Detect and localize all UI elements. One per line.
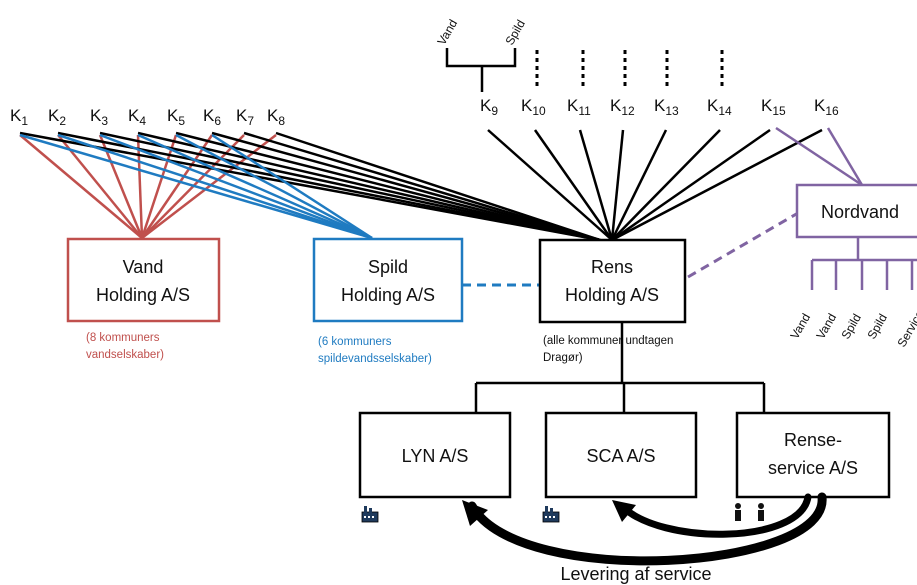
municipality-label-k3: K3 <box>90 106 108 128</box>
spild-holding-note1: (6 kommuners <box>318 336 392 348</box>
person-icon <box>758 503 764 521</box>
rens-holding: Rens Holding A/S (alle kommuner undtagen… <box>538 238 687 364</box>
nordvand: Nordvand Vand Vand Spild Spild Service <box>787 183 917 350</box>
vand-holding: Vand Holding A/S (8 kommuners vandselska… <box>66 237 221 361</box>
municipality-label-k16: K16 <box>814 96 839 118</box>
municipality-label-k10: K10 <box>521 96 546 118</box>
nordvand-sub-3: Spild <box>838 311 863 341</box>
service-delivery-arrows <box>462 492 827 566</box>
person-icon <box>735 503 741 521</box>
spild-holding: Spild Holding A/S (6 kommuners spildevan… <box>312 237 464 365</box>
rens-holding-note2: Dragør) <box>543 352 583 364</box>
municipality-label-k14: K14 <box>707 96 732 118</box>
municipality-label-k7: K7 <box>236 106 254 128</box>
spild-holding-line1: Spild <box>368 257 408 277</box>
lyn-label: LYN A/S <box>402 446 469 466</box>
spild-holding-line2: Holding A/S <box>341 285 435 305</box>
renseservice-line2: service A/S <box>768 458 858 478</box>
left-municipality-labels: K1 K2 K3 K4 K5 K6 K7 K8 <box>10 106 285 128</box>
municipality-label-k15: K15 <box>761 96 786 118</box>
spild-holding-box <box>312 237 464 323</box>
service-delivery-caption: Levering af service <box>560 564 711 584</box>
lyn: LYN A/S <box>358 411 512 499</box>
municipality-label-k9: K9 <box>480 96 498 118</box>
nordvand-box <box>795 183 917 239</box>
municipality-label-k2: K2 <box>48 106 66 128</box>
rens-ownership-lines-right <box>487 128 823 242</box>
municipality-label-k1: K1 <box>10 106 28 128</box>
vand-holding-line2: Holding A/S <box>96 285 190 305</box>
rens-nordvand-link <box>687 211 799 279</box>
spild-holding-note2: spildevandsselskaber) <box>318 353 432 365</box>
rens-holding-line2: Holding A/S <box>565 285 659 305</box>
factory-icon <box>542 506 560 523</box>
nordvand-sub-5: Service <box>894 308 917 350</box>
lyn-box <box>358 411 512 499</box>
municipality-label-k5: K5 <box>167 106 185 128</box>
spild-ownership-lines <box>19 133 373 240</box>
rens-holding-note1: (alle kommuner undtagen <box>543 335 673 347</box>
municipality-label-k6: K6 <box>203 106 221 128</box>
sca-box <box>544 411 698 499</box>
k9-fork: Vand Spild <box>434 17 528 92</box>
municipality-label-k13: K13 <box>654 96 679 118</box>
nordvand-sub-2: Vand <box>813 311 839 342</box>
municipality-label-k4: K4 <box>128 106 146 128</box>
rens-subsidiary-tree <box>474 322 766 413</box>
rens-holding-line1: Rens <box>591 257 633 277</box>
nordvand-label: Nordvand <box>821 202 899 222</box>
vand-holding-box <box>66 237 221 323</box>
municipality-label-k12: K12 <box>610 96 635 118</box>
sca-label: SCA A/S <box>586 446 655 466</box>
municipality-label-k11: K11 <box>567 96 591 118</box>
nordvand-sub-1: Vand <box>787 311 813 342</box>
k9-fork-right-label: Spild <box>502 17 527 47</box>
rens-ownership-lines-left <box>19 131 601 242</box>
dotted-markers <box>535 50 724 88</box>
renseservice-line1: Rense- <box>784 430 842 450</box>
factory-icon <box>361 506 379 523</box>
vand-holding-note1: (8 kommuners <box>86 332 160 344</box>
renseservice: Rense- service A/S <box>735 411 891 499</box>
municipality-label-k8: K8 <box>267 106 285 128</box>
nordvand-ownership-lines <box>775 126 864 187</box>
sca: SCA A/S <box>544 411 698 499</box>
rens-holding-box <box>538 238 687 324</box>
renseservice-box <box>735 411 891 499</box>
vand-holding-line1: Vand <box>123 257 164 277</box>
nordvand-subsidiary-tree <box>810 237 917 290</box>
right-municipality-labels: K9 K10 K11 K12 K13 K14 K15 K16 <box>480 96 839 118</box>
k9-fork-left-label: Vand <box>434 17 460 48</box>
nordvand-sub-4: Spild <box>864 311 889 341</box>
vand-holding-note2: vandselskaber) <box>86 349 164 361</box>
